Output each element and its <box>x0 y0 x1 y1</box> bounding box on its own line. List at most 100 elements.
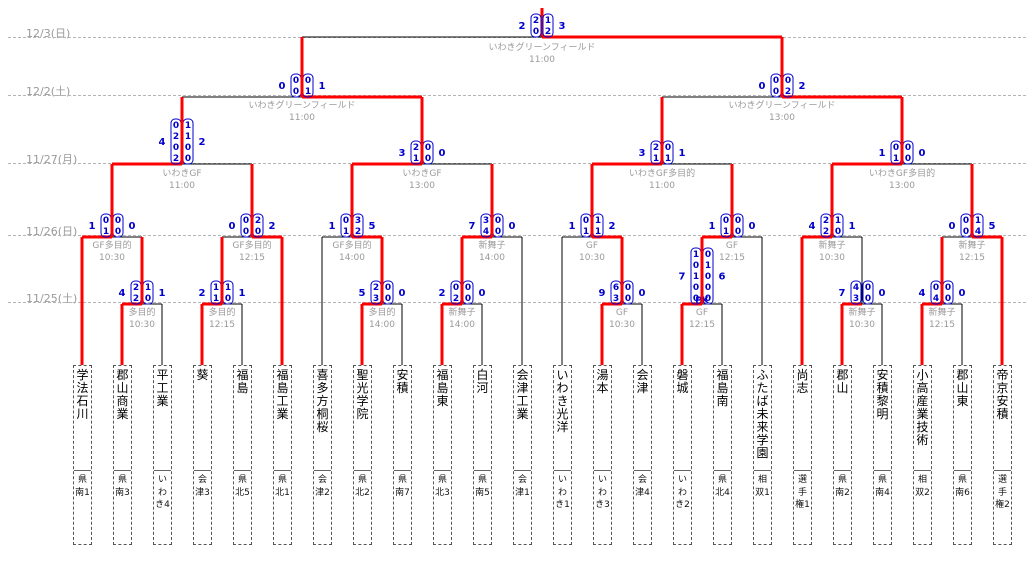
score-left: 0 <box>279 81 286 92</box>
score-right: 0 <box>129 221 136 232</box>
score-right: 1 <box>319 81 326 92</box>
kickoff-time: 14:00 <box>449 320 475 330</box>
team-divider <box>994 470 1011 471</box>
half-score-right: 0 <box>785 76 791 86</box>
team-name: 磐城 <box>676 368 689 395</box>
team-name: ふたば未来学園 <box>756 368 769 460</box>
half-score-left: 6 <box>613 283 619 293</box>
kickoff-time: 14:00 <box>339 253 365 263</box>
team-name: 帝京安積 <box>996 368 1009 421</box>
score-right: 5 <box>369 221 376 232</box>
team-region: いわき4 <box>155 475 170 510</box>
day-divider <box>8 302 1026 303</box>
team-name: 福島工業 <box>276 368 289 421</box>
team-divider <box>474 470 491 471</box>
score-left: 7 <box>469 221 476 232</box>
score-right: 2 <box>269 221 276 232</box>
venue-label: GF多目的 <box>92 239 131 251</box>
half-score-left: 0 <box>693 294 699 304</box>
venue-label: GF多目的 <box>332 239 371 251</box>
half-score-left: 2 <box>533 16 539 26</box>
team-region: 県北1 <box>275 475 290 498</box>
half-score-left: 0 <box>963 227 969 237</box>
half-score-left: 2 <box>453 294 459 304</box>
kickoff-time: 11:00 <box>169 181 195 191</box>
score-left: 1 <box>569 221 576 232</box>
team-region: 選手権1 <box>795 475 810 510</box>
day-divider <box>8 235 1026 236</box>
team-entry: 聖光学院県北2 <box>353 365 372 545</box>
team-name: 福島南 <box>716 368 729 408</box>
half-score-right: 0 <box>905 143 911 153</box>
score-left: 1 <box>709 221 716 232</box>
venue-label: いわきGF <box>402 168 441 179</box>
half-score-left: 2 <box>413 143 419 153</box>
team-divider <box>74 470 91 471</box>
venue-label: 新舞子 <box>448 306 475 318</box>
team-divider <box>154 470 171 471</box>
team-entry: 福島工業県北1 <box>273 365 292 545</box>
team-entry: いわき光洋いわき1 <box>553 365 572 545</box>
team-name: 安積黎明 <box>876 368 889 421</box>
half-score-left: 1 <box>213 294 219 304</box>
half-score-left: 0 <box>773 87 779 97</box>
half-score-left: 1 <box>653 154 659 164</box>
team-entry: 尚志選手権1 <box>793 365 812 545</box>
half-score-left: 2 <box>133 283 139 293</box>
team-divider <box>754 470 771 471</box>
half-score-left: 2 <box>173 132 179 142</box>
team-divider <box>194 470 211 471</box>
half-score-left: 0 <box>453 283 459 293</box>
half-score-right: 3 <box>355 216 361 226</box>
half-score-left: 4 <box>933 294 939 304</box>
score-right: 0 <box>879 288 886 299</box>
team-region: 県南3 <box>115 475 130 498</box>
team-entry: ふたば未来学園相双1 <box>753 365 772 545</box>
team-name: 平工業 <box>156 368 169 408</box>
day-divider <box>8 163 1026 164</box>
half-score-right: 0 <box>225 294 231 304</box>
half-score-left: 0 <box>243 227 249 237</box>
kickoff-time: 11:00 <box>529 55 555 65</box>
kickoff-time: 11:00 <box>289 113 315 123</box>
half-score-right: 0 <box>865 294 871 304</box>
score-left: 7 <box>839 288 846 299</box>
venue-label: いわきグリーンフィールド <box>728 99 835 111</box>
half-score-left: 0 <box>693 283 699 293</box>
team-region: 相双2 <box>915 475 930 498</box>
score-bracket <box>850 280 862 305</box>
half-score-left: 1 <box>103 227 109 237</box>
score-left: 9 <box>599 288 606 299</box>
half-score-right: 1 <box>975 216 981 226</box>
half-score-right: 2 <box>545 27 551 37</box>
team-divider <box>874 470 891 471</box>
team-region: いわき3 <box>595 475 610 510</box>
team-entry: 安積黎明県南4 <box>873 365 892 545</box>
half-score-right: 0 <box>665 143 671 153</box>
half-score-right: 0 <box>705 272 711 282</box>
kickoff-time: 11:00 <box>649 181 675 191</box>
team-entry: 福島東県北3 <box>433 365 452 545</box>
half-score-right: 0 <box>115 227 121 237</box>
score-left: 3 <box>639 148 646 159</box>
half-score-left: 0 <box>723 216 729 226</box>
kickoff-time: 10:30 <box>819 253 845 263</box>
venue-label: GF <box>586 241 598 251</box>
team-name: 会津 <box>636 368 649 395</box>
score-right: 0 <box>959 288 966 299</box>
half-score-right: 2 <box>785 87 791 97</box>
half-score-left: 2 <box>133 294 139 304</box>
score-left: 4 <box>919 288 926 299</box>
half-score-right: 0 <box>835 227 841 237</box>
team-divider <box>954 470 971 471</box>
half-score-right: 0 <box>625 283 631 293</box>
half-score-left: 0 <box>173 121 179 131</box>
half-score-left: 2 <box>173 154 179 164</box>
kickoff-time: 14:00 <box>369 320 395 330</box>
half-score-right: 0 <box>145 294 151 304</box>
team-entry: 平工業いわき4 <box>153 365 172 545</box>
team-region: 会津3 <box>195 475 210 498</box>
score-right: 0 <box>479 288 486 299</box>
kickoff-time: 12:15 <box>959 253 985 263</box>
half-score-left: 3 <box>613 294 619 304</box>
